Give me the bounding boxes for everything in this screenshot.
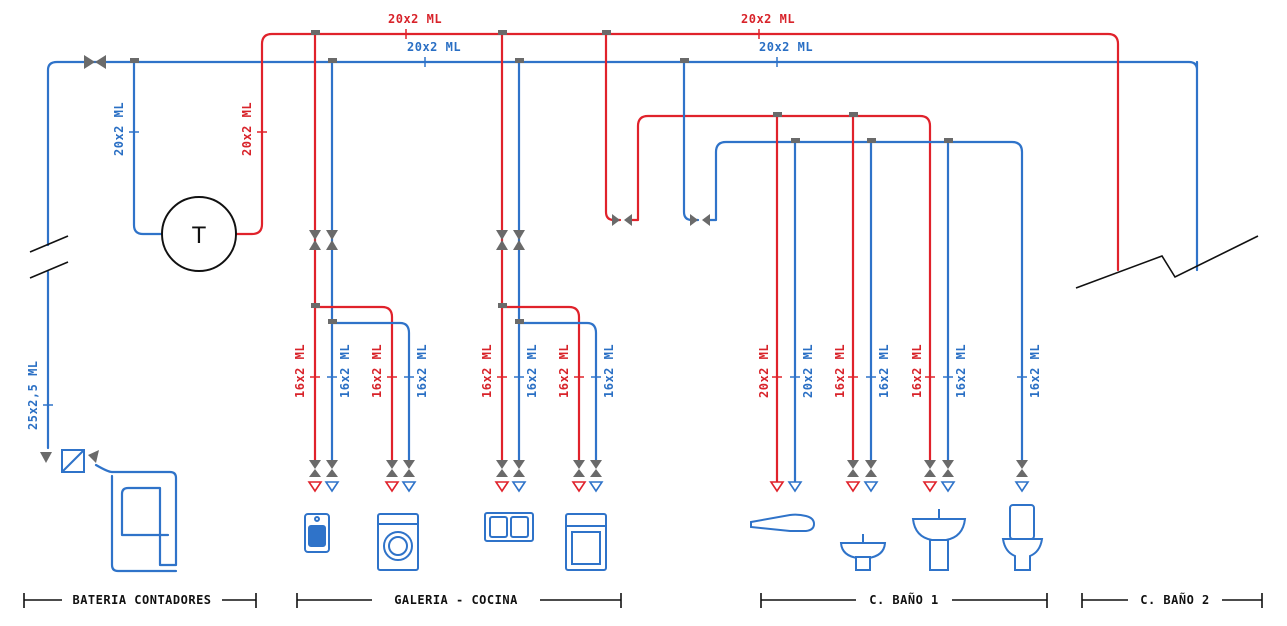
bano1-hot-feed — [604, 32, 932, 468]
galeria-labels: 16x2 ML 16x2 ML 16x2 ML 16x2 ML 16x2 ML … — [293, 344, 616, 398]
supply-break-mark — [29, 235, 69, 279]
section-bano2 — [1081, 593, 1263, 608]
svg-text:16x2 ML: 16x2 ML — [877, 344, 891, 398]
svg-text:16x2 ML: 16x2 ML — [833, 344, 847, 398]
svg-text:20x2 ML: 20x2 ML — [801, 344, 815, 398]
svg-text:16x2 ML: 16x2 ML — [480, 344, 494, 398]
dishwasher-icon — [565, 513, 607, 571]
svg-text:16x2 ML: 16x2 ML — [338, 344, 352, 398]
water-heater — [161, 196, 237, 272]
galeria-cold-branch-2 — [517, 321, 598, 468]
water-heater-label: T — [192, 222, 207, 249]
main-ticks — [43, 29, 778, 406]
water-meter — [40, 449, 99, 473]
section-bano2-label: C. BAÑO 2 — [1140, 592, 1210, 607]
meter-battery-cabinet — [94, 463, 178, 573]
tee-markers — [130, 30, 953, 324]
galeria-hot-branch-1 — [313, 305, 394, 468]
galeria-hot-branch-2 — [500, 305, 581, 468]
hot-main-label-1: 20x2 ML — [388, 12, 442, 26]
svg-text:20x2 ML: 20x2 ML — [757, 344, 771, 398]
galeria-cold-branch-1 — [330, 321, 411, 468]
right-break-mark — [1075, 235, 1259, 289]
shower-icon — [750, 513, 816, 532]
hot-from-heater-pipe — [234, 32, 1120, 272]
galeria-valves — [309, 230, 525, 250]
small-washbasin-icon — [839, 534, 887, 571]
washing-machine-icon — [377, 513, 419, 571]
utility-sink-icon — [304, 513, 330, 553]
section-galeria-label: GALERIA - COCINA — [394, 593, 518, 607]
svg-text:16x2 ML: 16x2 ML — [525, 344, 539, 398]
cold-to-heater-label: 20x2 ML — [112, 102, 126, 156]
svg-text:16x2 ML: 16x2 ML — [1028, 344, 1042, 398]
section-bano1-label: C. BAÑO 1 — [869, 592, 939, 607]
bano1-valves — [612, 214, 710, 226]
main-cold-valve — [84, 55, 106, 69]
cold-to-heater-pipe — [132, 60, 164, 236]
supply-label: 25x2,5 ML — [26, 360, 40, 430]
svg-text:16x2 ML: 16x2 ML — [415, 344, 429, 398]
svg-text:16x2 ML: 16x2 ML — [910, 344, 924, 398]
svg-text:16x2 ML: 16x2 ML — [602, 344, 616, 398]
section-bateria-label: BATERIA CONTADORES — [72, 593, 211, 607]
kitchen-sink-icon — [484, 512, 534, 542]
cold-main-line — [46, 60, 1199, 272]
svg-text:16x2 ML: 16x2 ML — [557, 344, 571, 398]
section-bano1 — [760, 593, 1048, 608]
hot-from-heater-label: 20x2 ML — [240, 102, 254, 156]
hot-main-label-2: 20x2 ML — [741, 12, 795, 26]
cold-main-label-2: 20x2 ML — [759, 40, 813, 54]
section-galeria — [296, 593, 622, 608]
toilet-icon — [1001, 504, 1044, 571]
cold-main-label-1: 20x2 ML — [407, 40, 461, 54]
bano1-labels: 20x2 ML 20x2 ML 16x2 ML 16x2 ML 16x2 ML … — [757, 344, 1042, 398]
svg-text:16x2 ML: 16x2 ML — [370, 344, 384, 398]
washbasin-icon — [911, 509, 967, 571]
outlet-valves — [307, 460, 1030, 493]
svg-text:16x2 ML: 16x2 ML — [954, 344, 968, 398]
section-bateria — [23, 593, 257, 608]
svg-text:16x2 ML: 16x2 ML — [293, 344, 307, 398]
